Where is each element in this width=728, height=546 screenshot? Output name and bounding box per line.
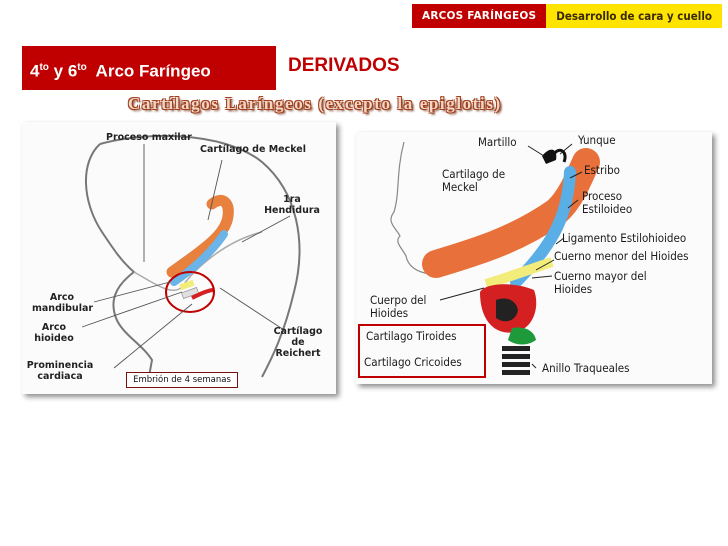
embryo-caption: Embrión de 4 semanas [126,372,238,388]
chapter-tab[interactable]: Desarrollo de cara y cuello [546,4,722,28]
derivatives-drawing [390,141,600,375]
label-cartilago-reichert: Cartílago de Reichert [268,326,328,359]
arch-4 [181,287,199,299]
label-cuerno-mayor: Cuerno mayor del Hioides [554,270,647,296]
label-meckel-2: Meckel [442,180,478,194]
label-prominencia-2: cardiaca [37,371,83,382]
label-cuerno-mayor-1: Cuerno mayor del [554,269,647,283]
label-cricoides: Cartilago Cricoides [364,355,462,369]
title-part-mid: y 6 [48,61,78,81]
face-profile [390,141,431,275]
label-cuerno-menor: Cuerno menor del Hioides [554,249,689,263]
label-cuerpo-hioides: Cuerpo del Hioides [370,294,426,320]
laryngeal-highlight-box [358,324,486,378]
section-tab[interactable]: ARCOS FARÍNGEOS [412,4,547,28]
label-arco-mandibular-1: Arco [49,292,75,303]
label-cuerpo-2: Hioides [370,306,409,320]
trachea-rings [502,346,530,375]
label-anillo-traqueales: Anillo Traqueales [542,361,630,375]
pointer-lines [81,144,291,369]
label-cuerno-mayor-2: Hioides [554,282,593,296]
reichert-cartilage [170,230,228,286]
label-arco-hioideo-2: hioideo [34,333,74,344]
label-prominencia-1: Prominencia [26,360,94,371]
derivados-heading: DERIVADOS [288,55,400,76]
top-breadcrumb: ARCOS FARÍNGEOS Desarrollo de cara y cue… [412,4,722,28]
title-sup-a: to [39,62,49,73]
thyroid-inner [496,298,518,322]
title-part-a: 4 [30,61,40,81]
subtitle: Cartílagos Laríngeos (excepto la epiglot… [128,94,502,113]
embryo-outline [84,134,301,383]
label-arco-mandibular: Arco mandibular [32,292,94,314]
label-meckel: Cartilago de Meckel [442,168,505,194]
label-cartilago-meckel: Cartílago de Meckel [200,144,307,155]
label-hendidura-1: 1ra [283,194,301,205]
label-reichert-1: Cartílago [273,326,323,337]
label-arco-hioideo-1: Arco [41,322,67,333]
cricoid-cartilage [508,327,536,345]
label-proceso-2: Estiloideo [582,202,633,216]
label-arco-hioideo: Arco hioideo [30,322,78,344]
arch-highlight-circle [165,271,215,313]
label-meckel-1: Cartilago de [442,167,506,181]
label-hendidura-2: Hendidura [264,205,320,216]
label-tiroides: Cartilago Tiroides [366,329,457,343]
label-estribo: Estribo [584,163,621,177]
label-reichert-3: Reichert [275,348,321,359]
pointer-lines-right [439,143,583,369]
meckel-cartilage [166,195,234,278]
derivatives-figure: Martillo Yunque Cartilago de Meckel Estr… [356,132,712,384]
label-proceso-1: Proceso [582,189,623,203]
label-reichert-2: de [291,337,305,348]
label-yunque: Yunque [578,133,616,147]
label-hendidura: 1ra Hendidura [262,194,322,216]
arch-4-6-red [191,288,215,300]
label-proceso-maxilar: Proceso maxilar [106,132,192,143]
title-sup-b: to [77,62,87,73]
label-prominencia-cardiaca: Prominencia cardiaca [26,360,94,382]
slide-title: 4to y 6to Arco Faríngeo [22,46,276,90]
embryo-drawing [81,134,301,383]
meckel-cartilage-adult [422,148,600,278]
title-part-suffix: Arco Faríngeo [86,61,211,81]
label-proceso-estiloideo: Proceso Estiloideo [582,190,632,216]
label-cuerpo-1: Cuerpo del [370,293,427,307]
label-arco-mandibular-2: mandibular [32,303,94,314]
embryo-figure: Proceso maxilar Cartílago de Meckel 1ra … [22,122,336,394]
label-ligamento: Ligamento Estilohioideo [562,231,687,245]
label-martillo: Martillo [478,135,517,149]
ossicles [542,149,557,164]
arch-3 [179,279,195,291]
